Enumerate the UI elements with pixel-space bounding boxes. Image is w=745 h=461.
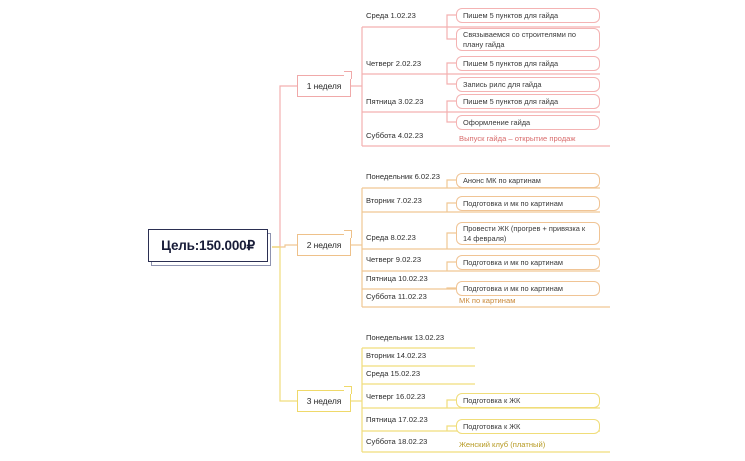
day-label: Среда 8.02.23 bbox=[366, 233, 416, 242]
root-node-box[interactable]: Цель:150.000₽ bbox=[148, 229, 268, 262]
task-card[interactable]: Подготовка и мк по картинам bbox=[456, 196, 600, 211]
task-text: Пишем 5 пунктов для гайда bbox=[463, 58, 559, 68]
day-label: Понедельник 13.02.23 bbox=[366, 333, 445, 342]
day-label: Суббота 4.02.23 bbox=[366, 131, 424, 140]
branch-node-label: 2 неделя bbox=[306, 240, 342, 250]
day-label: Четверг 9.02.23 bbox=[366, 255, 422, 264]
task-card[interactable]: Подготовка к ЖК bbox=[456, 419, 600, 434]
task-card[interactable]: Подготовка и мк по картинам bbox=[456, 281, 600, 296]
task-text: Подготовка к ЖК bbox=[463, 395, 521, 405]
task-card[interactable]: Оформление гайда bbox=[456, 115, 600, 130]
day-label: Понедельник 6.02.23 bbox=[366, 172, 440, 181]
task-card[interactable]: Пишем 5 пунктов для гайда bbox=[456, 94, 600, 109]
folded-corner-icon bbox=[344, 71, 352, 79]
day-label: Пятница 17.02.23 bbox=[366, 415, 428, 424]
branch-node-week-2[interactable]: 2 неделя bbox=[297, 230, 352, 256]
day-label: Суббота 18.02.23 bbox=[366, 437, 428, 446]
branch-node-label: 1 неделя bbox=[306, 81, 342, 91]
task-text: Подготовка к ЖК bbox=[463, 421, 521, 431]
task-text: Запись рилс для гайда bbox=[463, 79, 542, 89]
task-text-plain[interactable]: МК по картинам bbox=[459, 296, 516, 305]
day-label: Четверг 16.02.23 bbox=[366, 392, 426, 401]
task-text: Подготовка и мк по картинам bbox=[463, 198, 563, 208]
task-text: Подготовка и мк по картинам bbox=[463, 257, 563, 267]
task-card[interactable]: Подготовка к ЖК bbox=[456, 393, 600, 408]
task-text-plain[interactable]: Женский клуб (платный) bbox=[459, 440, 546, 449]
day-label: Пятница 3.02.23 bbox=[366, 97, 424, 106]
task-card[interactable]: Пишем 5 пунктов для гайда bbox=[456, 8, 600, 23]
task-text: Связываемся со строителями по плану гайд… bbox=[463, 29, 577, 49]
day-label: Среда 1.02.23 bbox=[366, 11, 416, 20]
task-text: Оформление гайда bbox=[463, 117, 531, 127]
root-node[interactable]: Цель:150.000₽ bbox=[148, 229, 272, 267]
task-text: Пишем 5 пунктов для гайда bbox=[463, 10, 559, 20]
branch-node-week-1[interactable]: 1 неделя bbox=[297, 71, 352, 97]
branch-node-label: 3 неделя bbox=[306, 396, 342, 406]
task-card[interactable]: Провести ЖК (прогрев + привязка к 14 фев… bbox=[456, 222, 600, 245]
folded-corner-icon bbox=[344, 230, 352, 238]
task-card[interactable]: Подготовка и мк по картинам bbox=[456, 255, 600, 270]
root-node-label: Цель:150.000₽ bbox=[161, 237, 255, 253]
task-card[interactable]: Анонс МК по картинам bbox=[456, 173, 600, 188]
task-text: Анонс МК по картинам bbox=[463, 175, 541, 185]
day-label: Среда 15.02.23 bbox=[366, 369, 421, 378]
task-text: Провести ЖК (прогрев + привязка к 14 фев… bbox=[463, 223, 586, 243]
task-text: Пишем 5 пунктов для гайда bbox=[463, 96, 559, 106]
task-card[interactable]: Связываемся со строителями по плану гайд… bbox=[456, 28, 600, 51]
day-label: Четверг 2.02.23 bbox=[366, 59, 422, 68]
task-text-plain[interactable]: Выпуск гайда – открытие продаж bbox=[459, 134, 576, 143]
folded-corner-icon bbox=[344, 386, 352, 394]
task-card[interactable]: Запись рилс для гайда bbox=[456, 77, 600, 92]
day-label: Вторник 7.02.23 bbox=[366, 196, 422, 205]
task-card[interactable]: Пишем 5 пунктов для гайда bbox=[456, 56, 600, 71]
day-label: Суббота 11.02.23 bbox=[366, 292, 427, 301]
branch-node-week-3[interactable]: 3 неделя bbox=[297, 386, 352, 412]
task-text: Подготовка и мк по картинам bbox=[463, 283, 563, 293]
day-label: Пятница 10.02.23 bbox=[366, 274, 428, 283]
day-label: Вторник 14.02.23 bbox=[366, 351, 427, 360]
